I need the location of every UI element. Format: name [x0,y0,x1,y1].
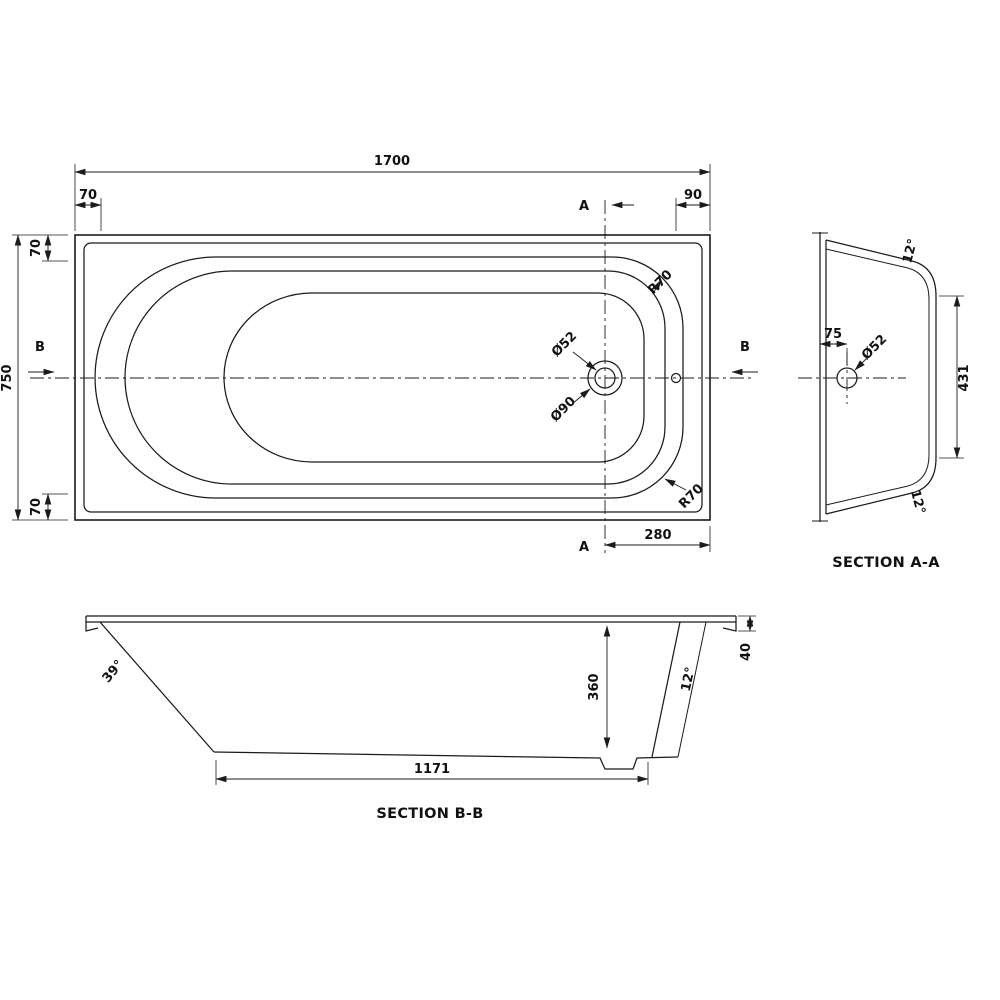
right-wall-inner [651,621,681,758]
wall-outer-contour [825,239,937,515]
floor-and-sump [213,751,679,770]
dim-40-label: 40 [739,643,754,661]
rim-lip-right [722,616,737,632]
dim-75-label: 75 [824,327,842,342]
dim-left-rim-label: 70 [79,188,97,203]
dim-bottom-rim-label: 70 [29,498,44,516]
dim-431-label: 431 [957,364,972,391]
wall-inner-contour [825,248,930,506]
leader-line [571,388,591,405]
leader-line [652,279,662,293]
basin-top-contour [94,256,684,499]
dim-top-rim-label: 70 [29,239,44,257]
tub-rim-inner-edge [83,242,703,513]
leader-line [854,355,870,371]
rim-lip-left [85,616,99,632]
dim-length-label: 1700 [374,154,410,169]
section-bb-title: SECTION B-B [376,806,483,822]
section-aa-title: SECTION A-A [832,555,940,571]
section-aa-view: 75 Ø52 431 12° 12° SECTION A-A [798,232,972,571]
right-wall-outer [677,621,707,758]
dim-width-label: 750 [0,364,15,391]
dim-drain-offset-label: 280 [644,528,671,543]
basin-mid-contour [124,270,666,485]
dim-right-offset-label: 90 [684,188,702,203]
angle-right-label: 12° [679,666,699,693]
tub-outer-edge [74,234,711,521]
basin-floor-contour [223,292,645,463]
section-marker-a-bottom: A [579,540,589,555]
section-bb-view: 360 40 39° 12° 1171 SECTION B-B [85,615,756,822]
angle-bottom-label: 12° [907,488,928,516]
dim-360-label: 360 [587,673,602,700]
left-wall [99,621,215,753]
section-marker-a-top: A [579,199,589,214]
leader-line [572,351,597,371]
angle-top-label: 12° [900,237,921,265]
dim-1171-label: 1171 [414,762,450,777]
leader-line [664,478,687,491]
section-marker-b-left: B [35,340,45,355]
section-marker-b-right: B [740,340,750,355]
